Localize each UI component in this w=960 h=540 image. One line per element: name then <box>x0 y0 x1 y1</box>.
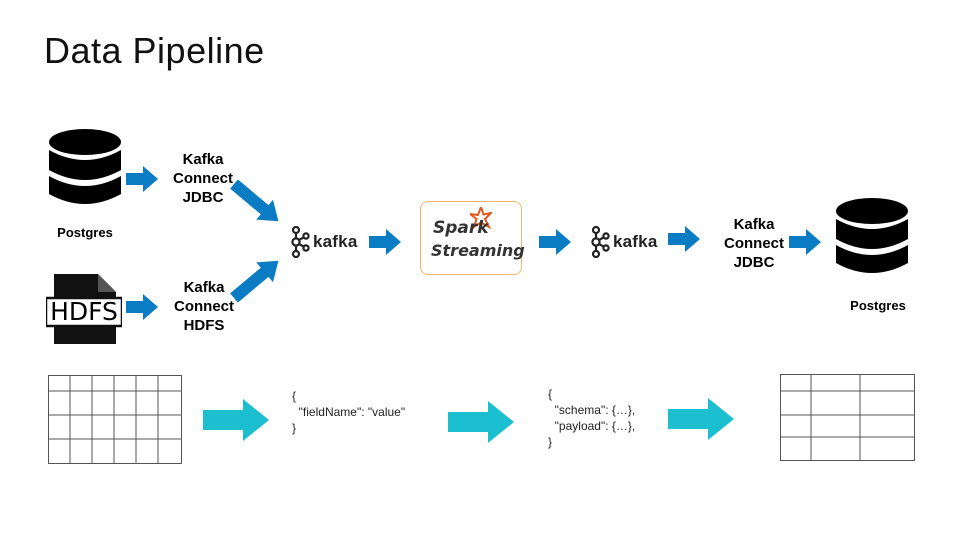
arrow-right-icon <box>789 229 821 255</box>
kafka-label: kafka <box>313 232 358 251</box>
arrow-down-right-icon <box>230 180 279 222</box>
page-title: Data Pipeline <box>44 30 265 71</box>
hdfs-file-icon <box>46 274 122 344</box>
table-grid-icon <box>48 375 182 464</box>
arrow-right-icon <box>539 229 571 255</box>
table-grid-icon <box>780 374 915 461</box>
arrow-right-icon <box>203 399 269 441</box>
spark-subtitle: Streaming <box>431 241 525 260</box>
spark-streaming-box <box>420 201 522 275</box>
database-icon <box>836 198 908 273</box>
postgres-source-caption: Postgres <box>57 225 113 240</box>
database-icon <box>49 129 121 204</box>
arrow-right-icon <box>668 398 734 440</box>
arrow-up-right-icon <box>230 260 279 302</box>
arrow-right-icon <box>126 166 158 192</box>
json-schema-payload-sample: { "schema": {…}, "payload": {…},} <box>548 387 636 449</box>
kafka-label: kafka <box>613 232 658 251</box>
json-record-sample: { "fieldName": "value"} <box>292 389 406 435</box>
hdfs-badge: HDFS <box>50 297 118 326</box>
kafka-icon <box>291 226 310 258</box>
postgres-sink-caption: Postgres <box>850 298 906 313</box>
kafka-connect-jdbc-source-label: Kafka Connect JDBC <box>173 151 233 206</box>
kafka-connect-hdfs-label: Kafka Connect HDFS <box>174 279 234 334</box>
spark-title: Spark <box>433 218 489 238</box>
arrow-right-icon <box>668 226 700 252</box>
arrow-right-icon <box>126 294 158 320</box>
spark-star-icon <box>470 207 492 229</box>
kafka-connect-jdbc-sink-label: Kafka Connect JDBC <box>724 216 784 271</box>
kafka-icon <box>591 226 610 258</box>
arrow-right-icon <box>448 401 514 443</box>
arrow-right-icon <box>369 229 401 255</box>
